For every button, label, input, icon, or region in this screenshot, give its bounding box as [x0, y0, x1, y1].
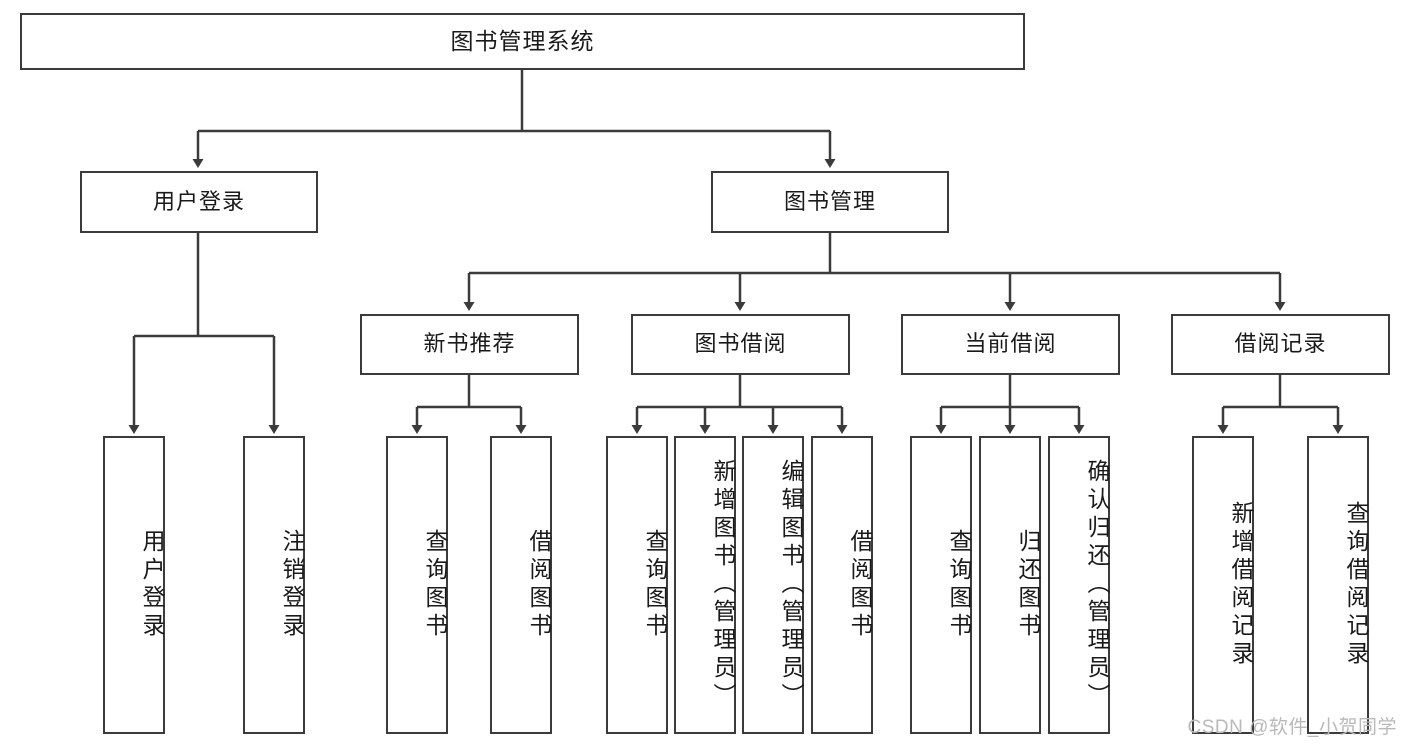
node-book-manage[interactable]: 图书管理 — [711, 171, 949, 233]
node-leaf-borrow-book-1[interactable]: 借阅图书 — [490, 436, 552, 734]
node-label: 新增借阅记录 — [1228, 501, 1254, 669]
node-label: 当前借阅 — [964, 331, 1057, 357]
node-label: 图书借阅 — [694, 331, 787, 357]
node-label: 注销登录 — [279, 529, 305, 641]
node-new-book-rec[interactable]: 新书推荐 — [360, 314, 579, 375]
node-label: 新书推荐 — [423, 331, 516, 357]
node-user-login[interactable]: 用户登录 — [80, 171, 318, 233]
node-label: 归还图书 — [1015, 529, 1041, 641]
node-leaf-confirm-return[interactable]: 确认归还（管理员） — [1048, 436, 1110, 734]
node-leaf-return-book[interactable]: 归还图书 — [979, 436, 1041, 734]
node-label: 查询图书 — [642, 529, 668, 641]
node-label: 编辑图书（管理员） — [778, 459, 804, 711]
node-label: 图书管理 — [783, 188, 876, 214]
node-book-borrow[interactable]: 图书借阅 — [631, 314, 850, 375]
node-leaf-edit-book[interactable]: 编辑图书（管理员） — [742, 436, 804, 734]
node-label: 用户登录 — [139, 529, 165, 641]
node-label: 图书管理系统 — [450, 27, 595, 54]
node-label: 查询借阅记录 — [1343, 501, 1369, 669]
node-leaf-query-book-1[interactable]: 查询图书 — [386, 436, 448, 734]
node-leaf-borrow-book-2[interactable]: 借阅图书 — [811, 436, 873, 734]
node-current-borrow[interactable]: 当前借阅 — [901, 314, 1120, 375]
node-label: 确认归还（管理员） — [1084, 459, 1110, 711]
node-borrow-record[interactable]: 借阅记录 — [1171, 314, 1390, 375]
node-label: 借阅图书 — [526, 529, 552, 641]
node-leaf-query-book-2[interactable]: 查询图书 — [606, 436, 668, 734]
node-leaf-user-login[interactable]: 用户登录 — [103, 436, 165, 734]
node-leaf-add-record[interactable]: 新增借阅记录 — [1192, 436, 1254, 734]
node-leaf-user-logout[interactable]: 注销登录 — [243, 436, 305, 734]
node-label: 借阅图书 — [847, 529, 873, 641]
node-label: 用户登录 — [152, 188, 245, 214]
node-label: 新增图书（管理员） — [710, 459, 736, 711]
node-root-system[interactable]: 图书管理系统 — [20, 13, 1025, 70]
watermark: CSDN @软件_小贺同学 — [1187, 717, 1397, 738]
node-label: 借阅记录 — [1234, 331, 1327, 357]
node-label: 查询图书 — [946, 529, 972, 641]
node-leaf-query-record[interactable]: 查询借阅记录 — [1307, 436, 1369, 734]
node-leaf-query-book-3[interactable]: 查询图书 — [910, 436, 972, 734]
node-leaf-add-book[interactable]: 新增图书（管理员） — [674, 436, 736, 734]
node-label: 查询图书 — [422, 529, 448, 641]
